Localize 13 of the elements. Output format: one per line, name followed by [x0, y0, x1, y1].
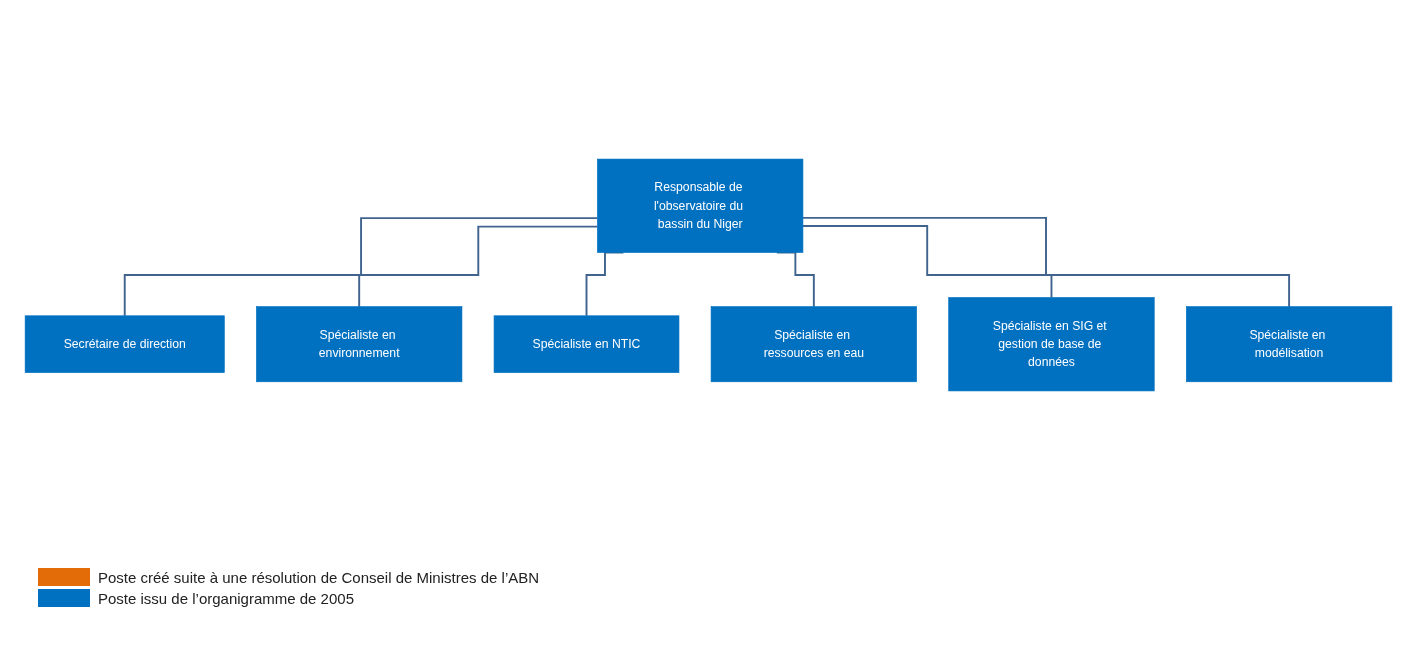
connector	[801, 216, 1291, 308]
node-box: Spécialiste en environnement	[256, 306, 463, 383]
node-box: Spécialiste en ressources en eau	[710, 306, 917, 383]
node-box: Spécialiste en SIG et gestion de base de données	[948, 297, 1155, 392]
legend-text: Poste issu de l’organigramme de 2005	[98, 589, 354, 607]
legend-text: Poste créé suite à une résolution de Conseil de Ministres de l’ABN	[98, 568, 540, 586]
node-box: Responsable de l'observatoire du bassin du Niger	[597, 158, 804, 253]
node-box: Spécialiste en modélisation	[1186, 306, 1393, 383]
connector	[123, 217, 599, 317]
node-box: Secrétaire de direction	[24, 315, 225, 373]
node-box: Spécialiste en NTIC	[493, 315, 680, 373]
connector	[801, 225, 1053, 299]
connector	[358, 225, 599, 308]
